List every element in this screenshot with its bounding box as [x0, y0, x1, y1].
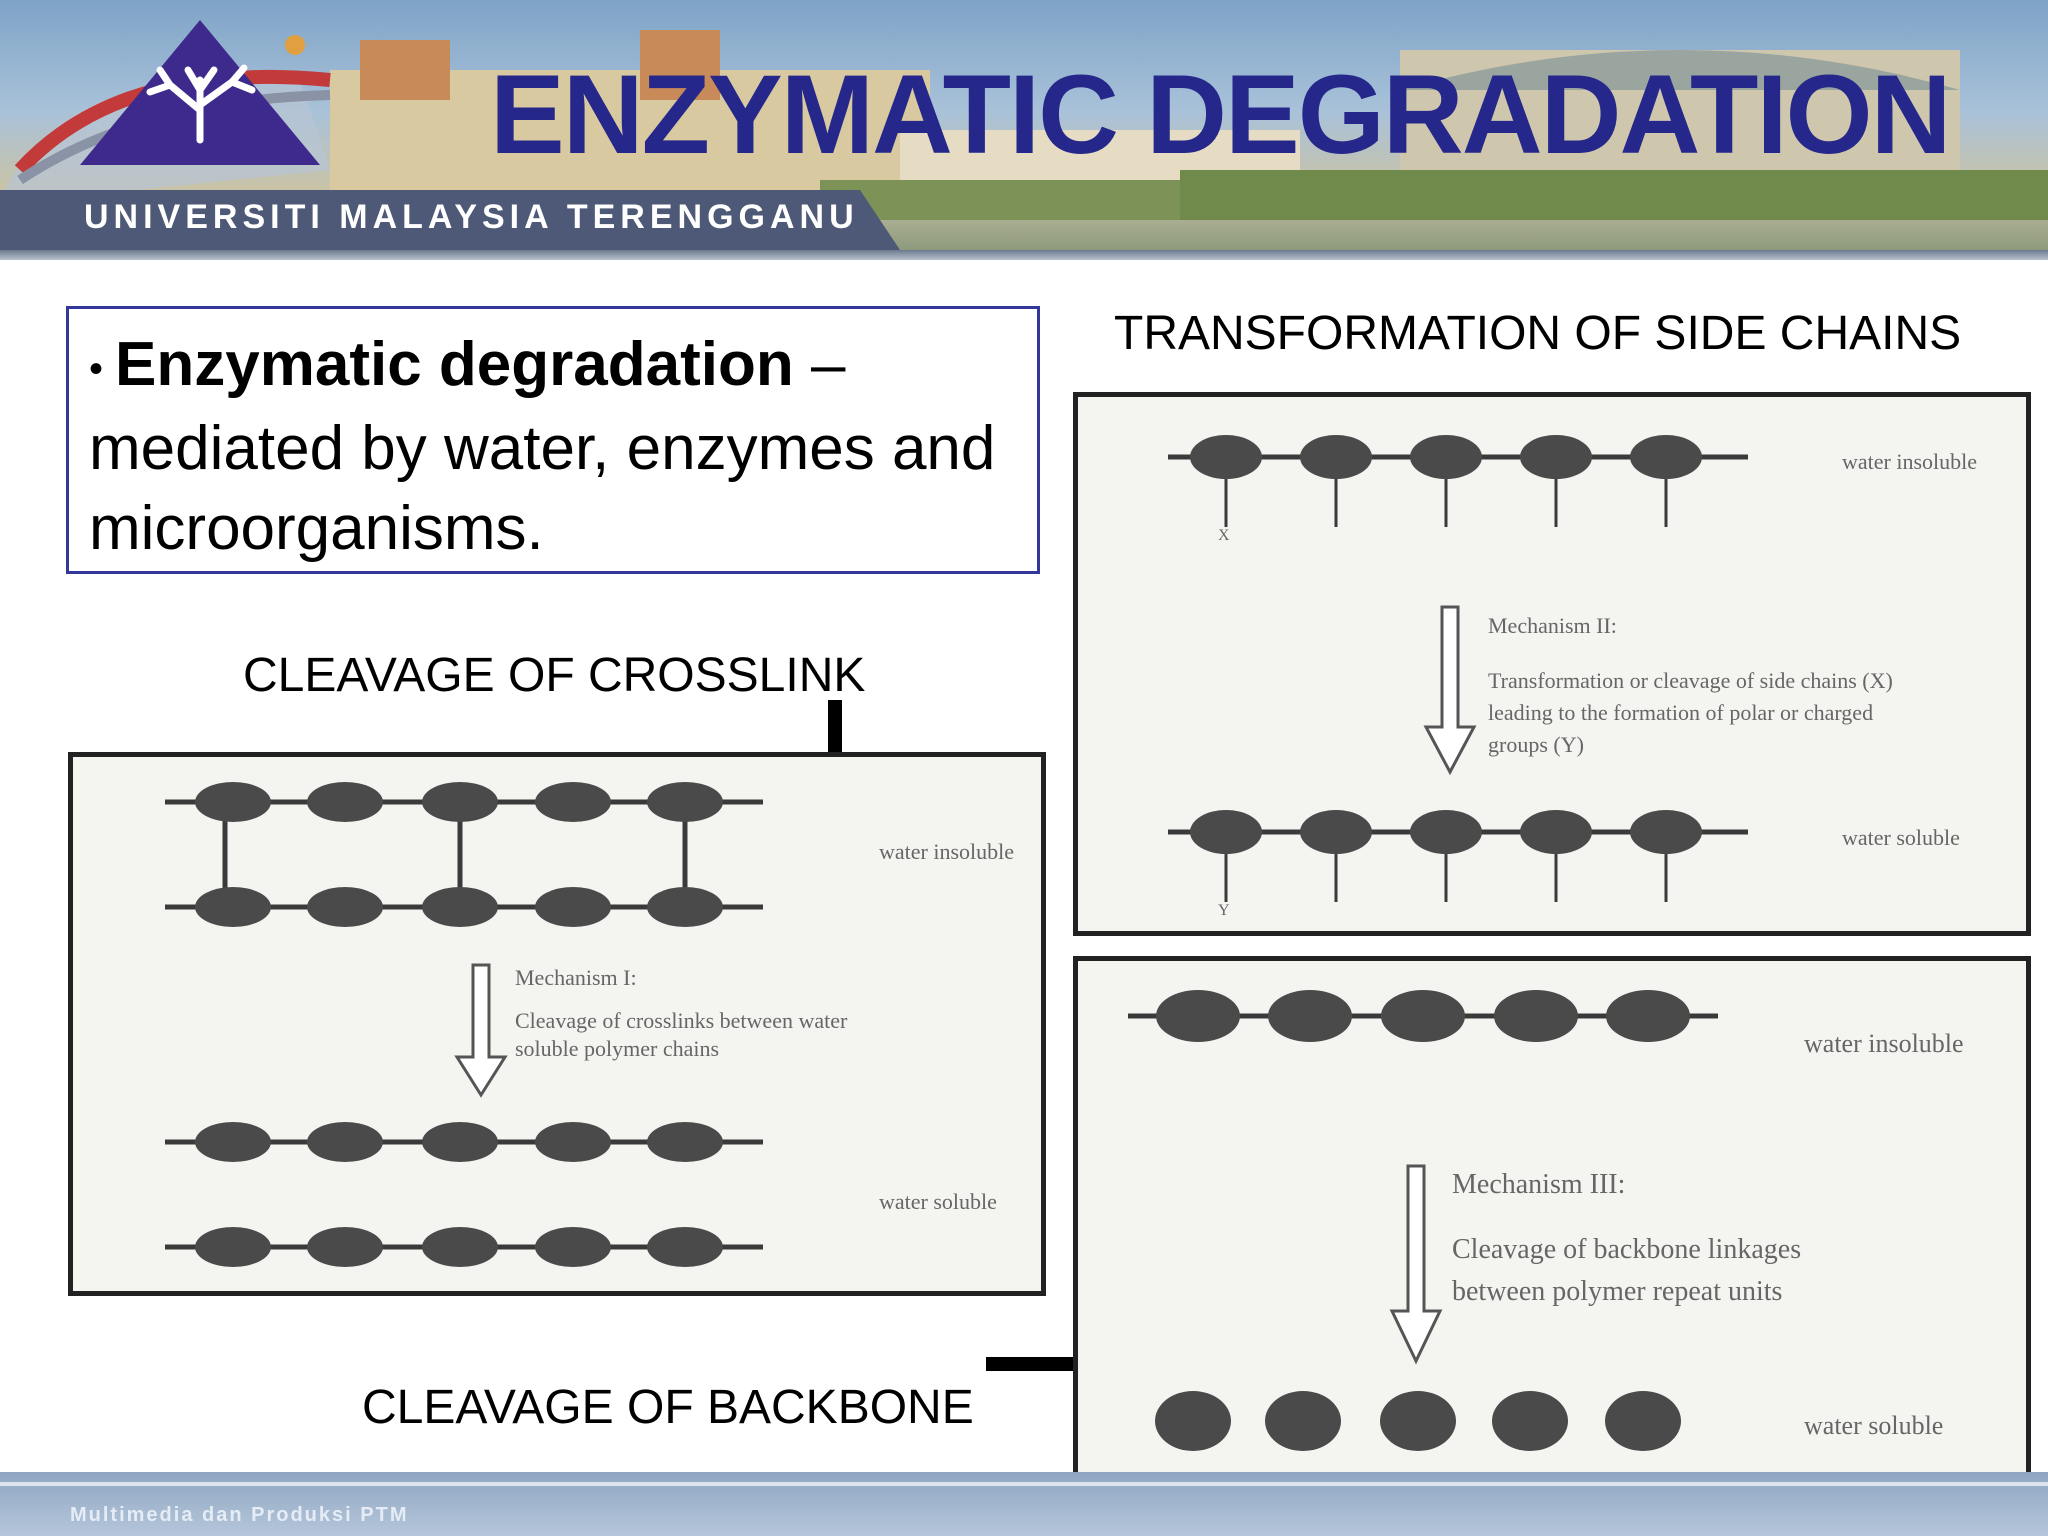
- crosslink-drawing: [165, 782, 763, 1267]
- side-chains-mechanism-text: Transformation or cleavage of side chain…: [1488, 668, 1893, 757]
- side-chains-top-state: water insoluble: [1842, 449, 1978, 474]
- crosslink-bottom-state: water soluble: [879, 1189, 997, 1214]
- side-chains-mechanism-title: Mechanism II:: [1488, 613, 1617, 638]
- side-chains-diagram: X Y water insoluble Mechanism II: Transf…: [1073, 392, 2031, 936]
- crosslink-top-state: water insoluble: [879, 839, 1015, 864]
- mechanism-down-arrow: [454, 963, 508, 1098]
- footer-divider: [0, 1482, 2048, 1486]
- crosslink-diagram: water insoluble Mechanism I: Cleavage of…: [68, 752, 1046, 1296]
- side-group-y-label: Y: [1218, 902, 1230, 919]
- backbone-top-state: water insoluble: [1804, 1029, 1964, 1058]
- caption-side-chains: TRANSFORMATION OF SIDE CHAINS: [1114, 307, 1962, 360]
- bullet-icon: •: [89, 346, 104, 391]
- definition-dash: –: [793, 330, 846, 399]
- crosslink-mechanism-text: Cleavage of crosslinks between water sol…: [515, 1008, 848, 1061]
- side-chains-drawing: [1168, 435, 1748, 902]
- campus-photo: [0, 20, 2048, 250]
- footer-credit: Multimedia dan Produksi PTM: [70, 1504, 409, 1526]
- university-logo: [0, 20, 331, 200]
- crosslink-mechanism-title: Mechanism I:: [515, 965, 637, 990]
- header-banner: UNIVERSITI MALAYSIA TERENGGANU ENZYMATIC…: [0, 0, 2048, 250]
- university-name: UNIVERSITI MALAYSIA TERENGGANU: [84, 198, 859, 236]
- backbone-drawing: [1128, 990, 1718, 1451]
- caption-crosslink: CLEAVAGE OF CROSSLINK: [243, 649, 866, 702]
- mechanism-down-arrow: [1423, 605, 1477, 776]
- definition-box: •Enzymatic degradation – mediated by wat…: [66, 306, 1040, 574]
- backbone-mechanism-title: Mechanism III:: [1452, 1169, 1626, 1200]
- backbone-diagram: water insoluble Mechanism III: Cleavage …: [1073, 956, 2031, 1486]
- slide-title: ENZYMATIC DEGRADATION: [490, 52, 1952, 177]
- definition-term: Enzymatic degradation: [115, 330, 794, 399]
- definition-text: mediated by water, enzymes and microorga…: [89, 413, 996, 563]
- side-group-x-label: X: [1218, 527, 1230, 544]
- mechanism-down-arrow: [1389, 1164, 1443, 1365]
- side-chains-bottom-state: water soluble: [1842, 825, 1960, 850]
- banner-divider: [0, 250, 2048, 260]
- caption-backbone: CLEAVAGE OF BACKBONE: [362, 1381, 974, 1434]
- backbone-mechanism-text: Cleavage of backbone linkages between po…: [1452, 1234, 1802, 1307]
- backbone-bottom-state: water soluble: [1804, 1411, 1944, 1440]
